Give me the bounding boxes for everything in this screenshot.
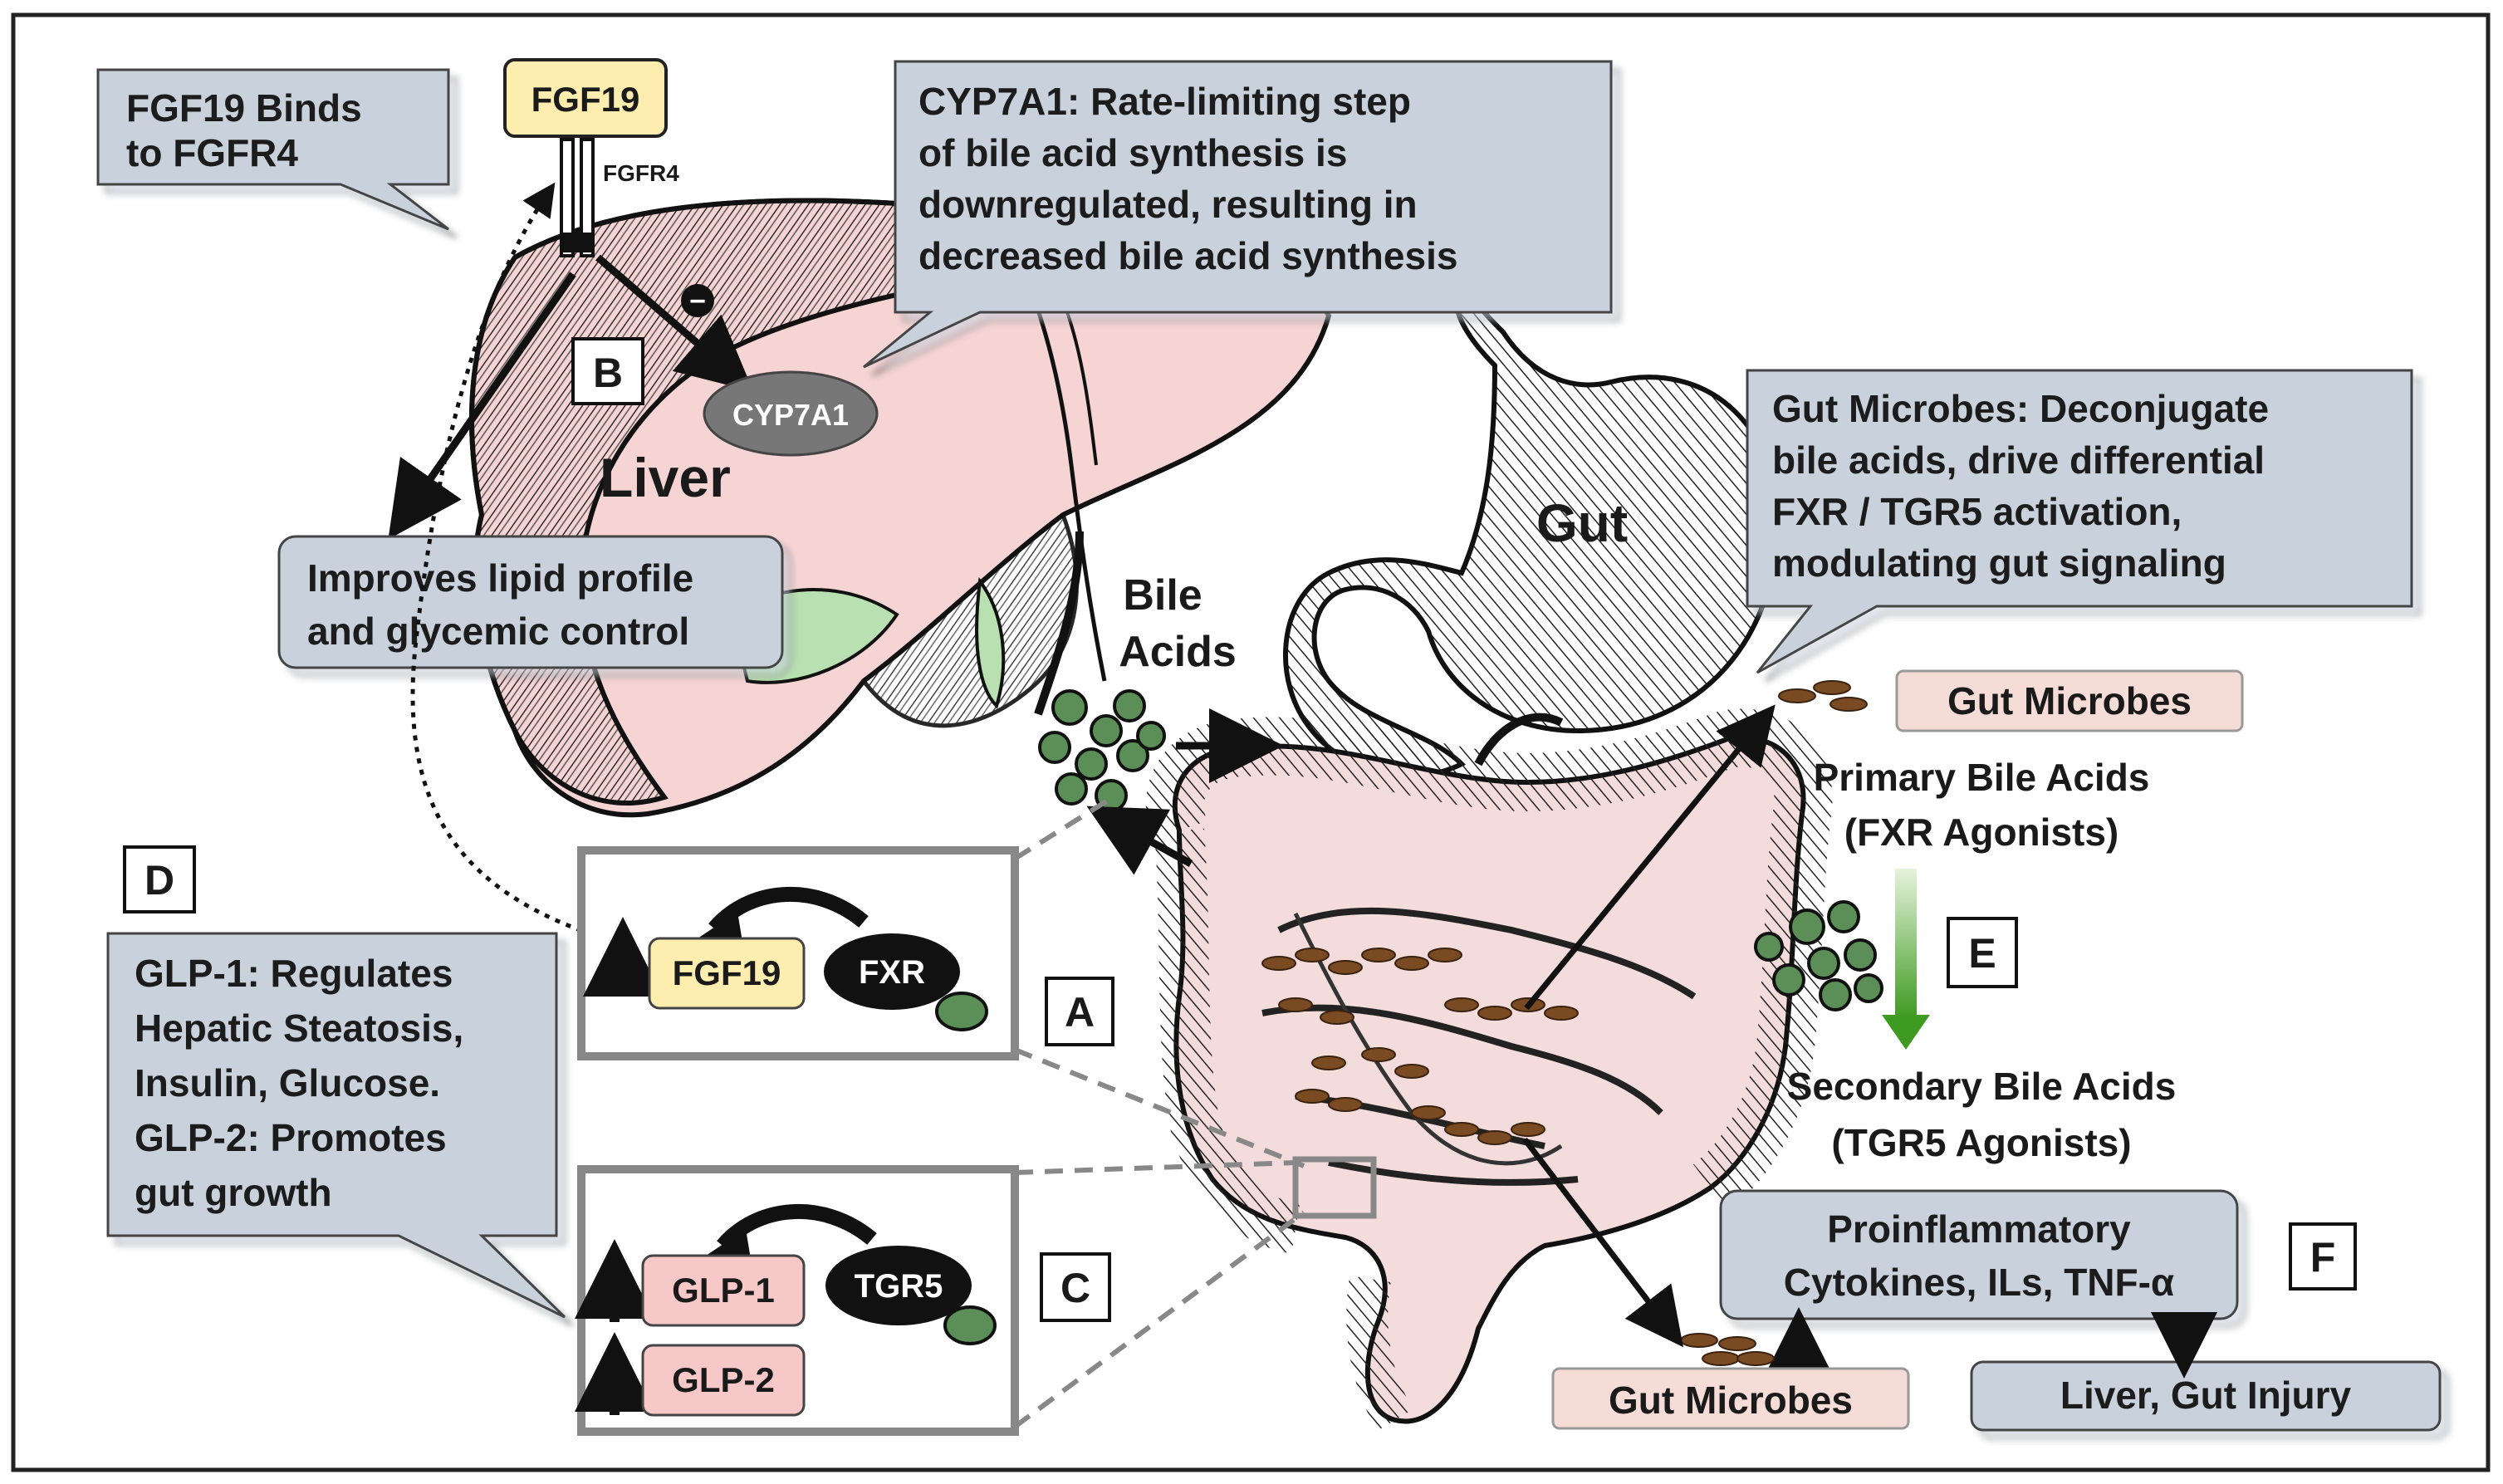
figure-frame — [11, 12, 2491, 1472]
callout-microbes-line4: modulating gut signaling — [1772, 541, 2226, 585]
callout-lipid-line2: and glycemic control — [307, 610, 689, 653]
bile-label-line2: Acids — [1119, 628, 1237, 676]
glp1-label: GLP-1 — [672, 1271, 775, 1310]
callout-microbes-line2: bile acids, drive differential — [1772, 438, 2265, 482]
callout-injury: Liver, Gut Injury — [1970, 1360, 2442, 1432]
panel-a-box: FGF19 FXR — [577, 846, 1019, 1060]
callout-injury-text: Liver, Gut Injury — [2060, 1374, 2352, 1417]
callout-lipid-line1: Improves lipid profile — [307, 556, 693, 600]
panel-b-letter: B — [593, 350, 623, 396]
callout-cyp7a1: CYP7A1: Rate-limiting step of bile acid … — [863, 60, 1613, 369]
fgf19-top-box: FGF19 — [503, 58, 668, 138]
panel-c-box: GLP-1 GLP-2 TGR5 — [575, 1165, 1019, 1436]
callout-fgf19-binds: FGF19 Binds to FGFR4 — [96, 68, 450, 231]
callout-glp-line5: gut growth — [135, 1171, 332, 1214]
gut-microbes-bottom-label: Gut Microbes — [1609, 1379, 1853, 1422]
zoom-connectors — [1013, 795, 1305, 1429]
fxr-label: FXR — [859, 954, 925, 991]
gut-microbes-bottom: Gut Microbes — [1551, 1333, 1910, 1430]
primary-bile-acids-line2: (FXR Agonists) — [1844, 811, 2119, 854]
callout-fgf19-line1: FGF19 Binds — [126, 86, 362, 130]
panel-f-marker: F — [2289, 1222, 2357, 1291]
liver-label: Liver — [600, 447, 731, 508]
zoom-region-marker — [1292, 1156, 1377, 1219]
arrow-to-gut-microbes-top — [1524, 704, 1776, 1011]
panel-f-letter: F — [2310, 1234, 2336, 1281]
callout-cyp7a1-line3: downregulated, resulting in — [918, 183, 1418, 226]
callout-glp-line1: GLP-1: Regulates — [135, 952, 453, 995]
glp2-label: GLP-2 — [672, 1360, 775, 1399]
gut-microbes-top: Gut Microbes — [1778, 669, 2244, 732]
arrow-to-cyp7a1 — [595, 254, 754, 392]
callout-proinflammatory: Proinflammatory Cytokines, ILs, TNF-α — [1719, 1189, 2239, 1320]
tgr5-label: TGR5 — [855, 1268, 943, 1305]
callout-cyp7a1-line1: CYP7A1: Rate-limiting step — [918, 80, 1411, 123]
arrow-gut-to-bile — [1086, 806, 1193, 875]
callout-glp-line2: Hepatic Steatosis, — [135, 1006, 463, 1050]
arrow-to-gut-microbes-bottom — [1522, 1137, 1683, 1348]
fgf19-top-label: FGF19 — [531, 80, 640, 119]
secondary-bile-acids-line1: Secondary Bile Acids — [1787, 1065, 2177, 1108]
intestine-microbe-cluster — [1261, 948, 1579, 1145]
callout-glp: GLP-1: Regulates Hepatic Steatosis, Insu… — [106, 932, 566, 1319]
cyp7a1-enzyme: CYP7A1 — [703, 370, 879, 457]
callout-cytokines-line2: Cytokines, ILs, TNF-α — [1784, 1261, 2174, 1304]
fgf19-box-label: FGF19 — [673, 953, 781, 992]
callout-glp-line3: Insulin, Glucose. — [135, 1061, 440, 1104]
green-conversion-arrow — [1882, 869, 1930, 1050]
callout-cytokines-line1: Proinflammatory — [1827, 1207, 2131, 1251]
panel-c-marker: C — [1040, 1252, 1111, 1322]
panel-a-marker: A — [1045, 977, 1114, 1046]
callout-gut-microbes: Gut Microbes: Deconjugate bile acids, dr… — [1746, 369, 2413, 674]
dotted-fgf19-path — [410, 182, 615, 944]
callout-cyp7a1-line4: decreased bile acid synthesis — [918, 234, 1457, 277]
bile-acid-beads — [1038, 689, 1166, 812]
bile-acid-beads-right — [1754, 900, 1883, 1011]
panel-e-marker: E — [1947, 917, 2018, 988]
secondary-bile-acids-line2: (TGR5 Agonists) — [1831, 1121, 2131, 1164]
callout-cyp7a1-line2: of bile acid synthesis is — [918, 131, 1347, 174]
callout-microbes-line1: Gut Microbes: Deconjugate — [1772, 387, 2269, 430]
panel-b-marker: B — [571, 337, 644, 405]
callout-microbes-line3: FXR / TGR5 activation, — [1772, 490, 2182, 533]
arrow-to-lipid — [388, 272, 576, 540]
panel-e-letter: E — [1968, 930, 1996, 977]
intestine-illustration — [1145, 708, 1833, 1431]
gut-label: Gut — [1536, 493, 1628, 553]
callout-fgf19-line2: to FGFR4 — [126, 131, 298, 174]
cyp7a1-label: CYP7A1 — [732, 398, 849, 432]
gut-microbes-top-label: Gut Microbes — [1947, 679, 2192, 722]
inhibition-icon: − — [681, 284, 714, 317]
minus-sign: − — [689, 286, 706, 317]
panel-c-letter: C — [1060, 1265, 1090, 1311]
fgfr4-receptor — [560, 138, 595, 257]
primary-bile-acids-line1: Primary Bile Acids — [1814, 756, 2150, 799]
panel-a-letter: A — [1065, 989, 1095, 1036]
fgfr4-label: FGFR4 — [603, 160, 679, 186]
callout-lipid: Improves lipid profile and glycemic cont… — [277, 535, 784, 669]
panel-d-letter: D — [144, 857, 174, 904]
bile-label-line1: Bile — [1123, 571, 1202, 620]
callout-glp-line4: GLP-2: Promotes — [135, 1116, 447, 1159]
panel-d-marker: D — [123, 845, 196, 913]
